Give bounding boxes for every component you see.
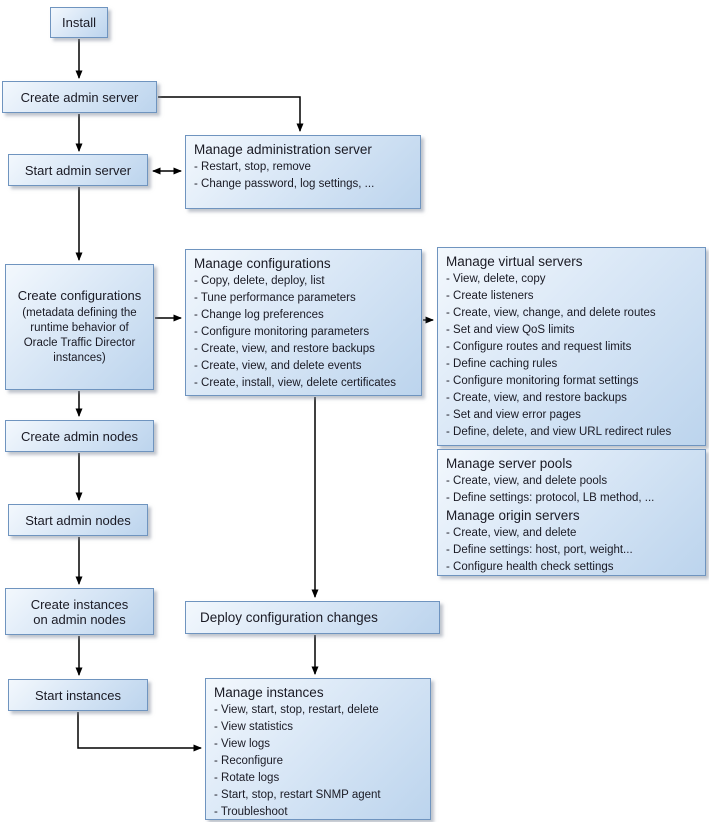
list-item: - Copy, delete, deploy, list [194,275,325,287]
list-item: - Change password, log settings, ... [194,178,375,190]
list-item: - View, start, stop, restart, delete [214,704,379,716]
list-item: - Start, stop, restart SNMP agent [214,789,381,801]
node-create-configurations-note: (metadata defining the runtime behavior … [22,307,137,364]
node-manage-instances: Manage instances - View, start, stop, re… [205,678,431,820]
node-manage-admin-server: Manage administration server - Restart, … [185,135,421,209]
list-item: - Configure monitoring format settings [446,375,639,387]
node-start-instances-label: Start instances [35,687,121,703]
list-item: - Define settings: protocol, LB method, … [446,492,655,504]
node-deploy-configuration-changes-label: Deploy configuration changes [200,610,378,625]
list-item: - Create, view, and restore backups [446,392,627,404]
node-start-admin-nodes: Start admin nodes [8,504,148,536]
node-create-admin-nodes-label: Create admin nodes [20,428,139,444]
list-item: - Configure monitoring parameters [194,326,370,338]
arrow-start-instances-to-manage-instances [77,712,202,752]
node-manage-configurations-title: Manage configurations [194,256,331,271]
list-item: - Create, view, and delete events [194,360,362,372]
list-item: - Tune performance parameters [194,292,356,304]
list-item: - Create, install, view, delete certific… [194,377,396,389]
arrow-create-admin-server-to-manage-admin-server [158,96,304,132]
node-manage-virtual-servers: Manage virtual servers - View, delete, c… [437,247,706,446]
node-create-instances: Create instances on admin nodes [5,588,154,635]
node-deploy-configuration-changes: Deploy configuration changes [185,601,440,634]
list-item: - Restart, stop, remove [194,161,311,173]
list-item: - Set and view QoS limits [446,324,575,336]
node-manage-server-pools-title: Manage server pools [446,456,573,471]
list-item: - Troubleshoot [214,806,288,818]
list-item: - Define, delete, and view URL redirect … [446,426,672,438]
node-manage-instances-title: Manage instances [214,685,324,700]
node-start-admin-server: Start admin server [8,154,148,186]
list-item: - Change log preferences [194,309,324,321]
list-item: - View statistics [214,721,294,733]
list-item: - Create, view, and restore backups [194,343,375,355]
node-install: Install [50,7,108,38]
list-item: - Set and view error pages [446,409,581,421]
node-manage-server-pools: Manage server pools - Create, view, and … [437,449,706,576]
node-manage-configurations: Manage configurations - Copy, delete, de… [185,249,422,396]
list-item: - Configure health check settings [446,561,614,573]
node-create-admin-nodes: Create admin nodes [5,420,154,452]
list-item: - Define settings: host, port, weight... [446,544,633,556]
list-item: - Create listeners [446,290,534,302]
list-item: - Create, view, and delete pools [446,475,608,487]
node-manage-virtual-servers-title: Manage virtual servers [446,254,583,269]
node-create-configurations: Create configurations (metadata defining… [5,264,154,390]
list-item: - Create, view, and delete [446,527,577,539]
node-install-label: Install [62,15,96,30]
list-item: - View, delete, copy [446,273,546,285]
node-create-admin-server: Create admin server [2,81,157,113]
list-item: - View logs [214,738,271,750]
node-start-instances: Start instances [8,679,148,711]
list-item: - Rotate logs [214,772,280,784]
list-item: - Reconfigure [214,755,284,767]
list-item: - Define caching rules [446,358,558,370]
node-start-admin-nodes-label: Start admin nodes [25,512,131,528]
node-create-configurations-title: Create configurations [17,288,142,303]
node-manage-origin-servers-title: Manage origin servers [446,508,580,523]
node-manage-admin-server-title: Manage administration server [194,142,372,157]
node-create-instances-label: Create instances on admin nodes [30,596,129,627]
node-create-admin-server-label: Create admin server [20,89,139,105]
list-item: - Create, view, change, and delete route… [446,307,656,319]
list-item: - Configure routes and request limits [446,341,632,353]
node-start-admin-server-label: Start admin server [24,162,132,178]
